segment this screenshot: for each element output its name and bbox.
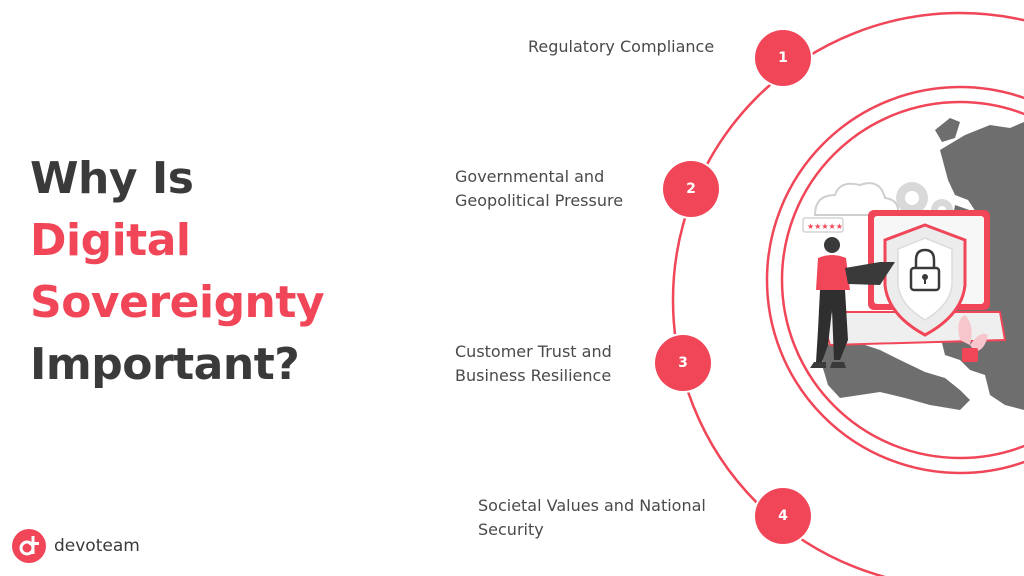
devoteam-logo-icon	[12, 529, 46, 563]
inner-ring-outer	[765, 85, 1024, 475]
cloud-icon	[813, 182, 900, 216]
item-3-badge: 3	[655, 335, 711, 391]
item-2-line-2: Geopolitical Pressure	[455, 191, 624, 210]
inner-ring-inner	[780, 100, 1024, 460]
title-line-1: Why Is	[30, 153, 194, 204]
svg-text:★★★★★: ★★★★★	[807, 222, 843, 231]
item-2-line-1: Governmental and	[455, 167, 605, 186]
item-3-line-1: Customer Trust and	[455, 342, 612, 361]
item-2-badge: 2	[663, 161, 719, 217]
item-4-badge: 4	[755, 488, 811, 544]
item-3-line-2: Business Resilience	[455, 366, 612, 385]
title-line-2: Digital	[30, 215, 191, 266]
logo-text: devoteam	[54, 536, 140, 556]
title-line-4: Important?	[30, 339, 300, 390]
item-4-line-1: Societal Values and National	[478, 496, 706, 515]
item-3-label: Customer Trust and Business Resilience	[455, 340, 612, 388]
item-4-line-2: Security	[478, 520, 544, 539]
shield-lock-icon	[883, 223, 967, 337]
plant-icon	[958, 315, 988, 362]
rating-card-icon: ★★★★★	[802, 217, 844, 233]
item-2-label: Governmental and Geopolitical Pressure	[455, 165, 623, 213]
item-4-label: Societal Values and National Security	[478, 494, 706, 542]
item-1-badge: 1	[755, 30, 811, 86]
page-title: Why Is Digital Sovereignty Important?	[30, 148, 325, 396]
item-1-label: Regulatory Compliance	[528, 35, 714, 59]
title-line-3: Sovereignty	[30, 277, 325, 328]
outer-arc	[671, 11, 1024, 576]
person-laptop-icon	[810, 237, 895, 368]
devoteam-logo[interactable]: devoteam	[12, 529, 140, 563]
item-1-line-1: Regulatory Compliance	[528, 37, 715, 56]
